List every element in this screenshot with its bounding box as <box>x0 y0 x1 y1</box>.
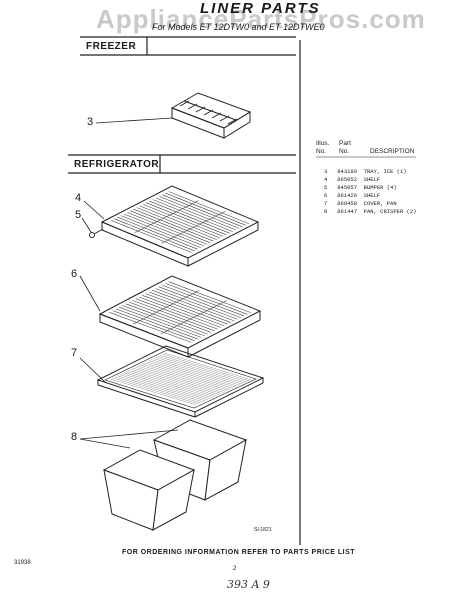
table-row: 8 861447 PAN, CRISPER (2) <box>324 208 417 215</box>
refrigerator-header-frame <box>68 154 296 174</box>
freezer-header-frame <box>80 36 296 56</box>
table-row: 7 868458 COVER, PAN <box>324 200 397 207</box>
pan-cover-texture <box>110 352 252 406</box>
leader-line-3 <box>95 117 173 124</box>
leader-line-7 <box>79 357 107 384</box>
callout-6: 6 <box>71 268 78 280</box>
table-row: 5 845057 BUMPER (4) <box>324 184 397 191</box>
freezer-section-label: FREEZER <box>86 41 137 52</box>
figure-code: SI-1821 <box>254 527 272 533</box>
watermark-text: AppliancePartsPros.com <box>96 4 426 34</box>
leader-line-8b <box>79 429 179 440</box>
leader-line-6 <box>79 275 101 312</box>
callout-8: 8 <box>71 431 78 443</box>
page-subtitle: For Models ET 12DTW0 and ET 12DTWE0 <box>152 22 325 32</box>
page-title: LINER PARTS <box>200 0 321 17</box>
ordering-information: FOR ORDERING INFORMATION REFER TO PARTS … <box>122 549 356 556</box>
bumper-drawing <box>89 228 104 238</box>
table-row: 3 843180 TRAY, ICE (1) <box>324 168 407 175</box>
handwritten-note: 393 A 9 <box>227 578 270 591</box>
shelf-4-grid <box>111 191 249 253</box>
table-row: 6 861426 SHELF <box>324 192 381 199</box>
table-row: 4 865052 SHELF <box>324 176 381 183</box>
refrigerator-section-label: REFRIGERATOR <box>74 159 160 170</box>
shelf-6-drawing <box>98 275 262 358</box>
table-header-description: DESCRIPTION <box>370 148 415 155</box>
leader-line-8a <box>79 438 131 449</box>
side-code: 31938 <box>14 560 31 566</box>
callout-3: 3 <box>87 116 94 128</box>
ice-tray-drawing <box>170 92 252 139</box>
shelf-4-drawing <box>100 185 260 267</box>
shelf-6-grid <box>109 281 251 343</box>
crisper-pan-front-drawing <box>102 449 196 531</box>
callout-7: 7 <box>71 347 78 359</box>
leader-line-5 <box>81 217 92 233</box>
table-header-part: Part No. <box>339 140 351 155</box>
table-header-illus: Illus. No. <box>316 140 330 155</box>
page-number: 2 <box>233 566 237 572</box>
callout-5: 5 <box>75 209 82 221</box>
leader-line-4 <box>83 200 105 220</box>
callout-4: 4 <box>75 192 82 204</box>
pan-cover-drawing <box>96 345 265 418</box>
